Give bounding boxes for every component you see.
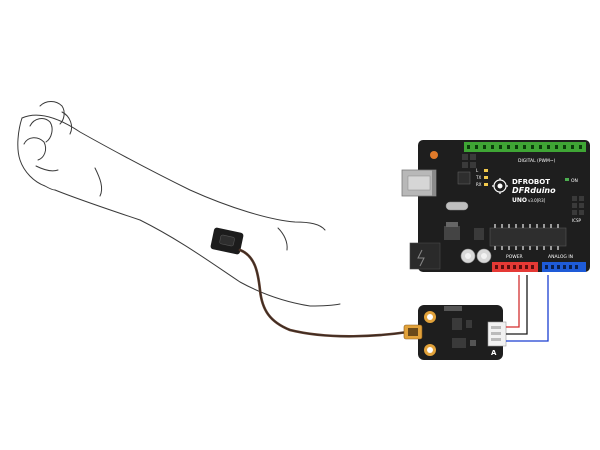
- mcu-chip: [489, 227, 567, 247]
- power-jack: [409, 242, 441, 270]
- sensor-module: A: [403, 305, 507, 360]
- wire-blue: [506, 275, 549, 342]
- board-name: DFRduino: [512, 186, 556, 195]
- sensor-cable: [238, 248, 410, 338]
- label-on: ON: [571, 178, 578, 184]
- label-analog: ANALOG IN: [548, 254, 573, 260]
- usb-chip: [457, 171, 471, 185]
- board-brand: DFROBOT: [512, 178, 550, 186]
- board-version: v3.0[R3]: [528, 198, 546, 203]
- emg-electrode: [210, 227, 244, 255]
- label-icsp: ICSP: [572, 218, 582, 223]
- dfrobot-logo: [492, 178, 508, 194]
- sensor-mark: A: [491, 349, 497, 357]
- label-digital: DIGITAL (PWM~): [518, 158, 556, 164]
- board-model: UNO: [512, 197, 527, 204]
- label-power: POWER: [506, 254, 523, 260]
- wire-red: [506, 275, 520, 328]
- arduino-board: DIGITAL (PWM~) L TX RX: [401, 140, 590, 272]
- reset-button-icon: [430, 151, 438, 159]
- label-rx: RX: [476, 182, 482, 187]
- icsp-header: [572, 196, 584, 215]
- arm-illustration: [17, 101, 341, 307]
- wires: [506, 275, 549, 342]
- label-tx: TX: [475, 175, 481, 180]
- wire-black: [506, 275, 528, 335]
- label-l: L: [476, 168, 479, 173]
